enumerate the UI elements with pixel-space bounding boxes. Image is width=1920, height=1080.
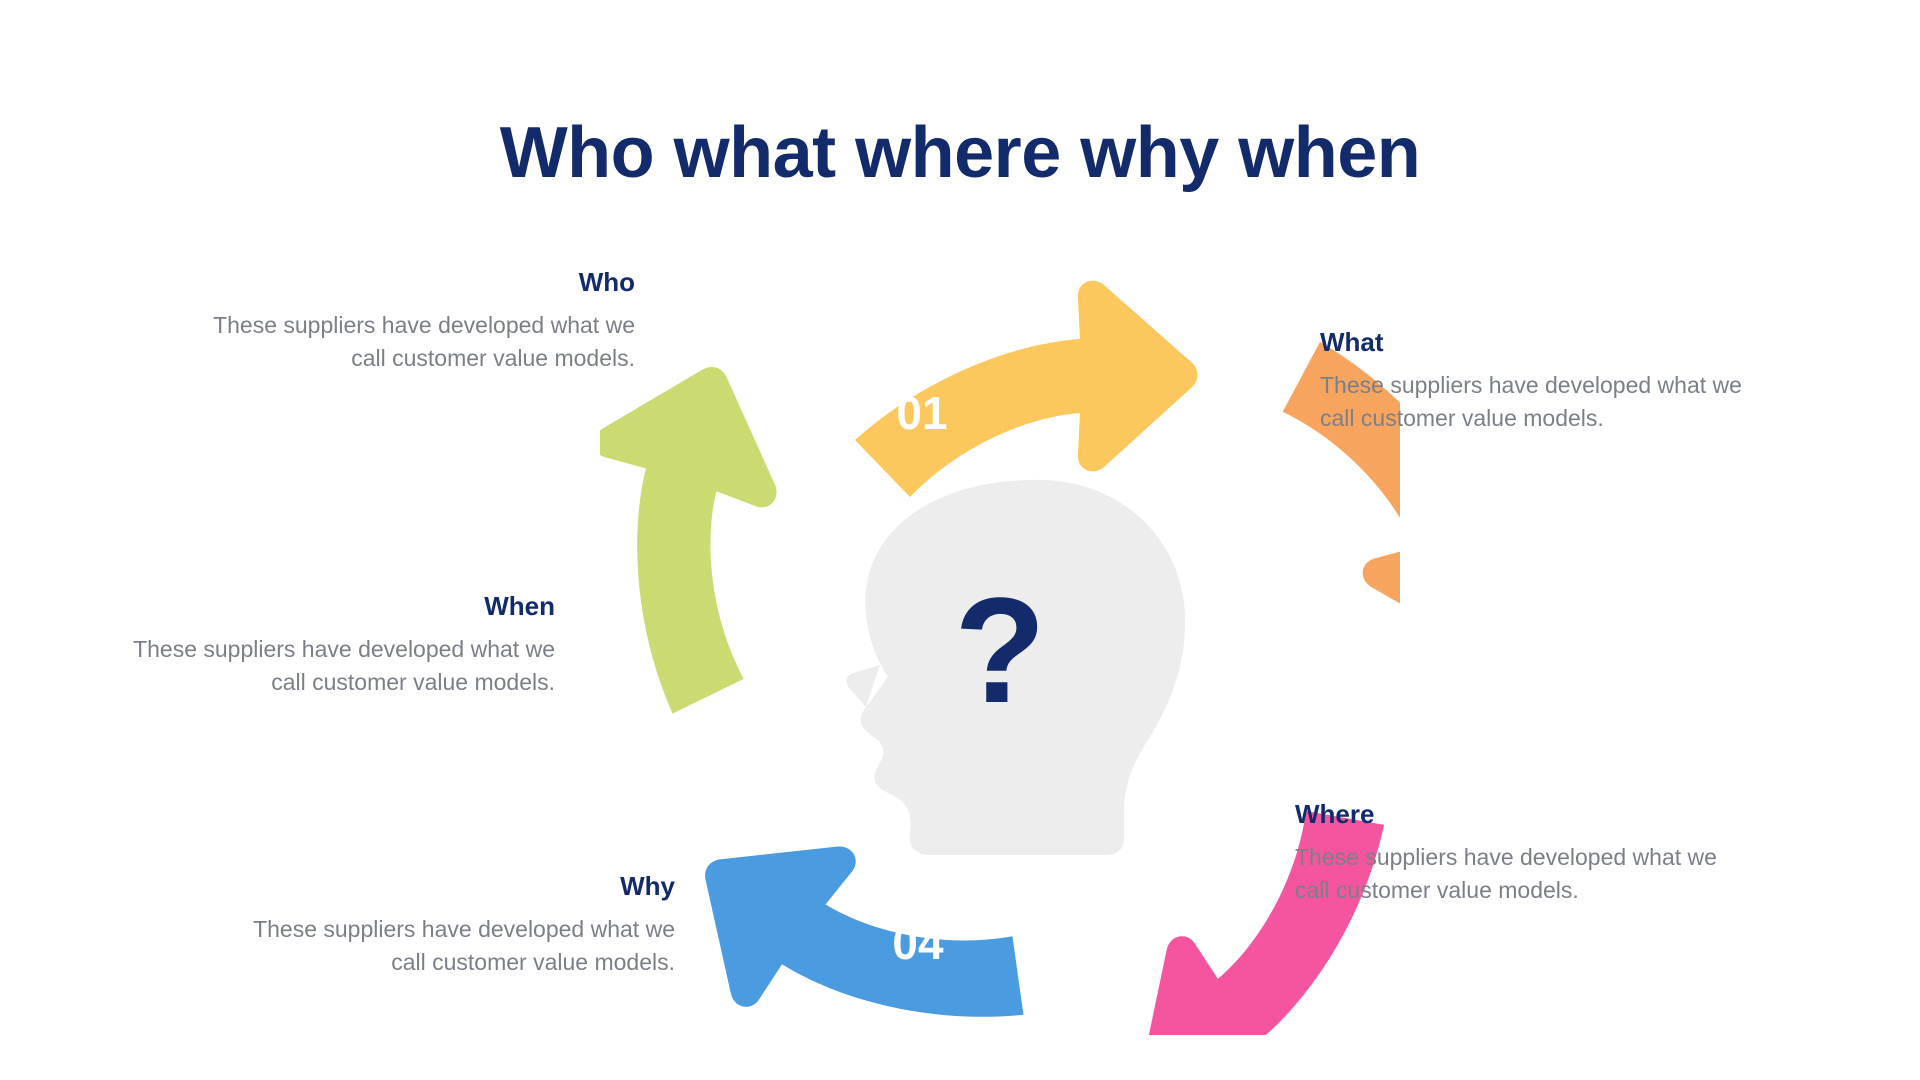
- page-title: Who what where why when: [499, 113, 1421, 194]
- step-arrow-03[interactable]: 03: [1073, 779, 1400, 1035]
- arrow-ring-graphic: ? 01 02 03 04: [600, 280, 1400, 1035]
- head-silhouette-icon: [846, 479, 1186, 855]
- step-text-where: Where These suppliers have developed wha…: [1295, 800, 1745, 907]
- step-arrow-01[interactable]: 01: [855, 280, 1198, 497]
- step-label-what: What: [1320, 327, 1384, 357]
- step-description-when: These suppliers have developed what we c…: [133, 635, 555, 695]
- step-number-03: 03: [1192, 849, 1243, 901]
- step-label-where: Where: [1295, 799, 1375, 829]
- step-text-when: When These suppliers have developed what…: [105, 592, 555, 699]
- step-text-what: What These suppliers have developed what…: [1320, 328, 1770, 435]
- step-label-who: Who: [578, 267, 635, 297]
- step-arrow-02[interactable]: 02: [1202, 293, 1400, 686]
- step-number-02: 02: [1202, 507, 1253, 559]
- question-mark-symbol: ?: [954, 566, 1046, 734]
- step-text-who: Who These suppliers have developed what …: [185, 268, 635, 375]
- step-number-04: 04: [892, 917, 944, 969]
- step-label-when: When: [484, 591, 555, 621]
- step-text-why: Why These suppliers have developed what …: [225, 872, 675, 979]
- step-description-why: These suppliers have developed what we c…: [253, 915, 675, 975]
- step-label-why: Why: [620, 871, 675, 901]
- step-description-who: These suppliers have developed what we c…: [213, 311, 635, 371]
- step-number-01: 01: [896, 387, 947, 439]
- step-description-what: These suppliers have developed what we c…: [1320, 371, 1742, 431]
- step-description-where: These suppliers have developed what we c…: [1295, 843, 1717, 903]
- step-arrow-05[interactable]: 05: [600, 339, 833, 732]
- step-arrow-04[interactable]: 04: [653, 767, 1057, 1035]
